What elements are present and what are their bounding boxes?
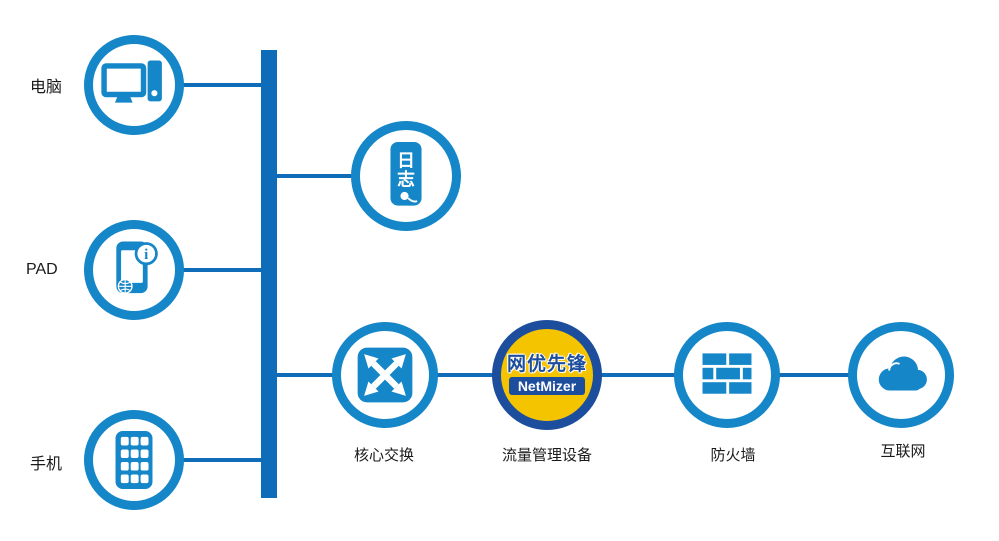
netmizer-brand-en: NetMizer — [508, 377, 586, 396]
link-switch-netmizer — [434, 373, 496, 377]
core-switch-node — [332, 322, 438, 428]
firewall-label: 防火墙 — [710, 447, 756, 464]
phone-label: 手机 — [30, 456, 63, 473]
link-bus-log — [276, 174, 354, 178]
pad-icon: i — [116, 241, 158, 294]
pad-label: PAD — [26, 261, 58, 278]
link-computer-bus — [182, 83, 264, 87]
link-firewall-internet — [776, 373, 852, 377]
traffic-device-label: 流量管理设备 — [501, 447, 592, 464]
log-char-2: 志 — [397, 169, 415, 190]
netmizer-brand-cn: 网优先锋 — [506, 353, 587, 375]
log-server-node: 日 志 — [351, 121, 461, 231]
backbone-bus — [261, 50, 277, 498]
phone-node — [84, 410, 184, 510]
log-server-icon: 日 志 — [390, 141, 422, 206]
link-pad-bus — [182, 268, 264, 272]
link-bus-switch — [276, 373, 336, 377]
phone-icon — [115, 430, 153, 490]
link-netmizer-firewall — [598, 373, 678, 377]
internet-node — [848, 322, 954, 428]
core-switch-label: 核心交换 — [353, 447, 414, 464]
firewall-icon — [702, 353, 752, 394]
svg-text:i: i — [144, 247, 148, 263]
pad-node: i — [84, 220, 184, 320]
computer-label: 电脑 — [30, 79, 63, 96]
netmizer-node: 网优先锋 NetMizer — [492, 320, 602, 430]
log-char-1: 日 — [397, 150, 415, 170]
firewall-node — [674, 322, 780, 428]
internet-label: 互联网 — [880, 443, 926, 460]
internet-cloud-icon — [878, 356, 927, 391]
computer-node — [84, 35, 184, 135]
computer-icon — [101, 60, 162, 103]
link-phone-bus — [182, 458, 264, 462]
core-switch-icon — [357, 347, 413, 403]
